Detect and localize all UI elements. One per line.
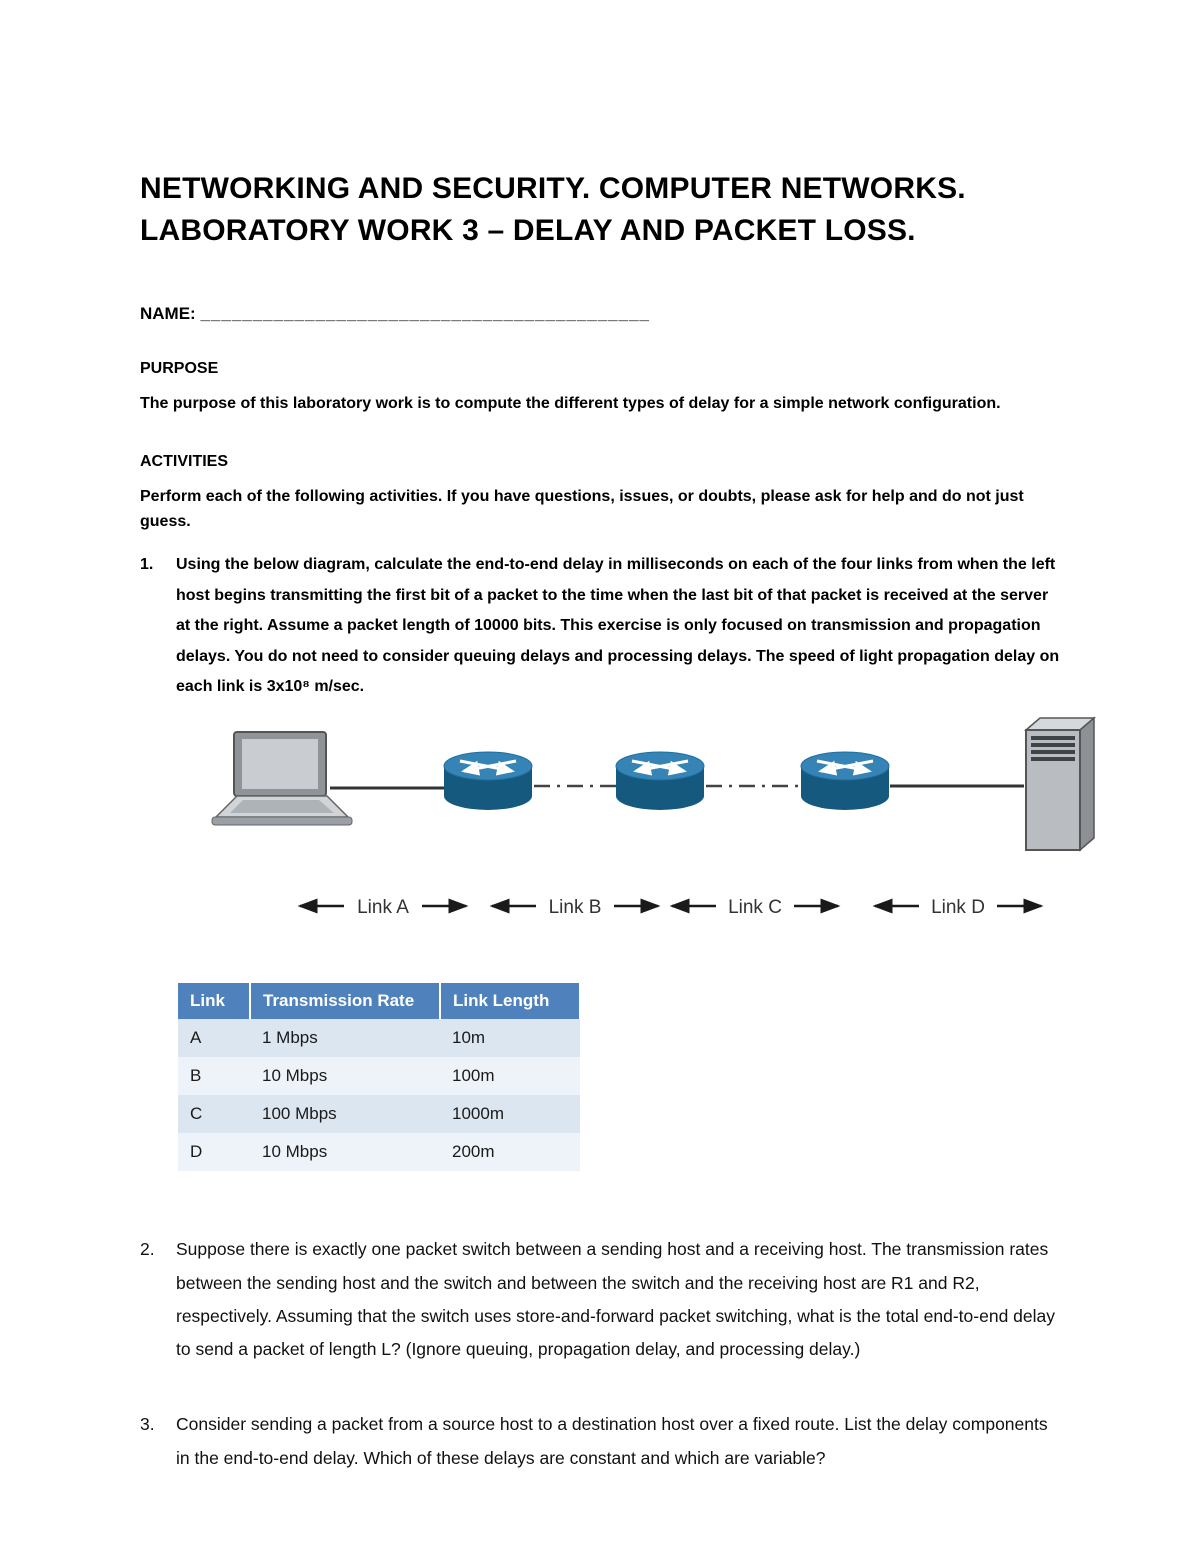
network-diagram: Link A Link B Link C Link D — [178, 716, 1097, 949]
link-c-label-group: Link C — [669, 897, 841, 918]
question-1: 1. Using the below diagram, calculate th… — [140, 550, 1062, 702]
network-diagram-svg: Link A Link B Link C Link D — [211, 716, 1097, 918]
router-3-icon — [800, 751, 890, 811]
link-b-label: Link B — [549, 897, 602, 918]
name-blank-line: ________________________________________… — [200, 304, 651, 323]
cell-rate-a: 1 Mbps — [262, 1028, 318, 1048]
router-1-icon — [443, 751, 533, 811]
table-row: A 1 Mbps 10m — [178, 1019, 580, 1058]
activities-intro: Perform each of the following activities… — [140, 487, 1024, 530]
title-line-1: NETWORKING AND SECURITY. COMPUTER NETWOR… — [140, 172, 966, 205]
page-title: NETWORKING AND SECURITY. COMPUTER NETWOR… — [140, 168, 1062, 252]
col-header-link: Link — [178, 983, 251, 1020]
table-row: C 100 Mbps 1000m — [178, 1095, 580, 1134]
cell-length-c: 1000m — [452, 1104, 504, 1124]
question-3-text: Consider sending a packet from a source … — [176, 1414, 1048, 1468]
col-header-link-length: Link Length — [440, 983, 581, 1020]
question-list: 1. Using the below diagram, calculate th… — [140, 550, 1062, 702]
links-table: Link Transmission Rate Link Length A 1 M… — [178, 983, 581, 1172]
link-b-label-group: Link B — [489, 897, 661, 918]
question-2-text: Suppose there is exactly one packet swit… — [176, 1239, 1055, 1360]
question-2-number: 2. — [140, 1239, 155, 1260]
links-table-header-row: Link Transmission Rate Link Length — [178, 983, 581, 1020]
laptop-icon — [211, 731, 353, 826]
cell-rate-b: 10 Mbps — [262, 1066, 328, 1086]
question-1-text: Using the below diagram, calculate the e… — [176, 556, 1060, 695]
question-3-number: 3. — [140, 1414, 155, 1435]
purpose-text: The purpose of this laboratory work is t… — [140, 395, 1001, 412]
server-icon — [1023, 716, 1097, 852]
question-3: 3. Consider sending a packet from a sour… — [140, 1408, 1062, 1475]
name-label: NAME: — [140, 304, 196, 323]
cell-link-d: D — [190, 1142, 203, 1162]
link-d-label-group: Link D — [872, 897, 1044, 918]
table-row: D 10 Mbps 200m — [178, 1133, 580, 1172]
cell-rate-c: 100 Mbps — [262, 1104, 337, 1124]
title-line-2: LABORATORY WORK 3 – DELAY AND PACKET LOS… — [140, 214, 916, 247]
cell-link-a: A — [190, 1028, 202, 1048]
question-2: 2. Suppose there is exactly one packet s… — [140, 1233, 1062, 1366]
link-d-label: Link D — [931, 897, 985, 918]
cell-link-c: C — [190, 1104, 203, 1124]
purpose-heading: PURPOSE — [140, 360, 219, 377]
cell-length-d: 200m — [452, 1142, 495, 1162]
link-a-label-group: Link A — [297, 897, 469, 918]
activities-heading: ACTIVITIES — [140, 452, 229, 470]
cell-length-a: 10m — [452, 1028, 486, 1048]
col-header-transmission-rate: Transmission Rate — [250, 983, 441, 1020]
document-page: NETWORKING AND SECURITY. COMPUTER NETWOR… — [140, 168, 1097, 1475]
router-2-icon — [615, 751, 705, 811]
link-a-label: Link A — [357, 897, 409, 918]
question-1-number: 1. — [140, 556, 154, 574]
link-c-label: Link C — [728, 897, 782, 918]
table-row: B 10 Mbps 100m — [178, 1057, 580, 1096]
cell-length-b: 100m — [452, 1066, 495, 1086]
cell-link-b: B — [190, 1066, 202, 1086]
cell-rate-d: 10 Mbps — [262, 1142, 328, 1162]
name-row: NAME: __________________________________… — [140, 304, 1062, 324]
